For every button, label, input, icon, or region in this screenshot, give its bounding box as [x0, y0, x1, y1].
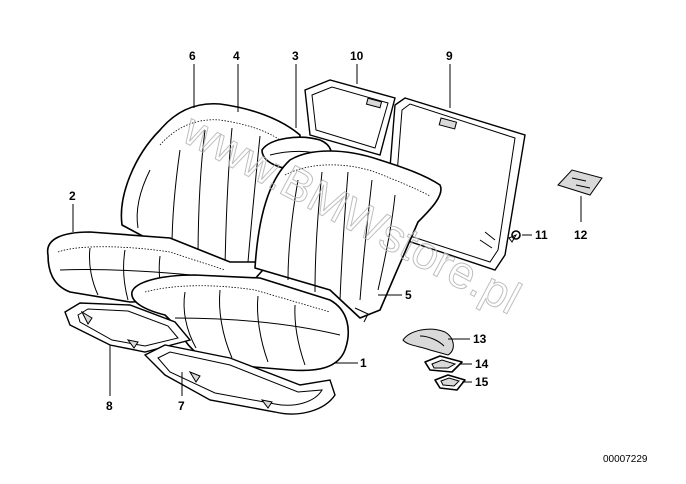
callout-14: 14 — [475, 357, 489, 371]
part-15-trim-ring — [434, 374, 466, 391]
callout-11: 11 — [535, 228, 548, 242]
callout-1: 1 — [360, 356, 367, 370]
part-8-seat-frame — [64, 302, 192, 353]
callout-12: 12 — [574, 228, 588, 242]
part-7-seat-frame — [143, 344, 336, 415]
callout-6: 6 — [189, 49, 196, 63]
callout-15: 15 — [475, 375, 489, 389]
callout-8: 8 — [106, 399, 113, 413]
part-12-clip — [557, 169, 603, 196]
leader-lines — [72, 64, 582, 396]
callout-9: 9 — [446, 49, 453, 63]
callout-13: 13 — [473, 332, 487, 346]
part-11-screw — [508, 230, 521, 243]
document-number: 00007229 — [603, 454, 648, 465]
right-seat-backrest — [254, 150, 442, 323]
callout-7: 7 — [178, 399, 185, 413]
part-10-rear-panel — [304, 79, 396, 156]
callout-4: 4 — [233, 49, 240, 63]
part-13-belt-guide — [402, 328, 454, 356]
callout-2: 2 — [69, 189, 76, 203]
right-seat-cushion — [131, 274, 349, 372]
left-seat-backrest — [120, 102, 301, 276]
callout-10: 10 — [350, 49, 364, 63]
callout-3: 3 — [292, 49, 299, 63]
callout-5: 5 — [405, 288, 412, 302]
part-14-bezel — [424, 355, 463, 373]
